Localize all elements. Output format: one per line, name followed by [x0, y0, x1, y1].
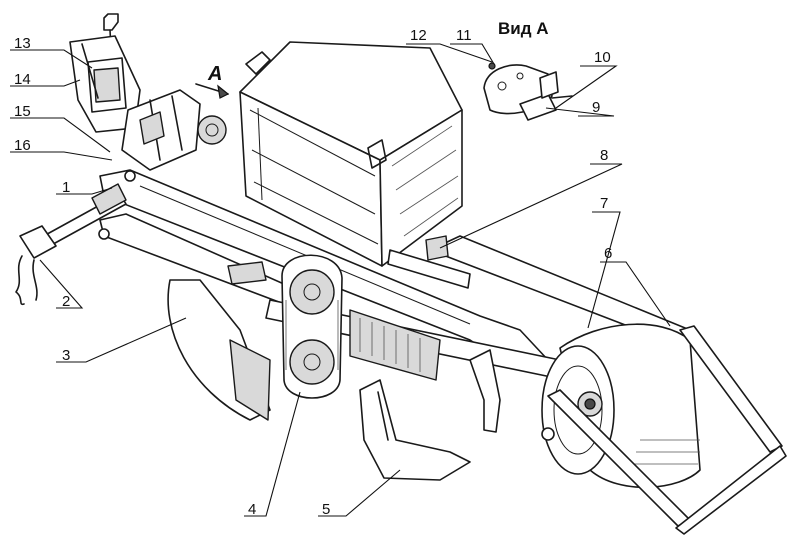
callout-14: 14 [14, 71, 31, 88]
view-direction-arrow: A [195, 63, 230, 99]
drive-shaft [15, 183, 127, 306]
press-wheel [541, 323, 787, 535]
front-drive-assembly [121, 89, 227, 171]
callout-12: 12 [410, 27, 427, 44]
callout-16: 16 [14, 137, 31, 154]
callout-5: 5 [322, 501, 330, 518]
callout-15: 15 [14, 103, 31, 120]
callout-9: 9 [592, 99, 600, 116]
callout-7: 7 [600, 195, 608, 212]
coulter-disc [167, 261, 271, 421]
callout-4: 4 [248, 501, 256, 518]
callout-2: 2 [62, 293, 70, 310]
callout-11: 11 [456, 27, 472, 44]
metering-block [349, 235, 471, 381]
view-title: Вид А [498, 19, 549, 38]
covering-tine [469, 349, 501, 433]
callout-1: 1 [62, 179, 70, 196]
callout-6: 6 [604, 245, 612, 262]
chain-drive-case [281, 254, 343, 399]
bracket-plates [69, 35, 141, 133]
callout-10: 10 [594, 49, 611, 66]
callout-labels: 13 14 15 16 1 2 3 4 5 6 7 8 9 10 11 12 В… [14, 19, 612, 518]
detail-view-a [483, 62, 573, 121]
callout-13: 13 [14, 35, 31, 52]
callout-3: 3 [62, 347, 70, 364]
furrow-opener [359, 379, 471, 481]
seed-hopper [239, 41, 463, 267]
direction-label: A [207, 63, 222, 85]
callout-8: 8 [600, 147, 608, 164]
callout-leaders [10, 43, 671, 517]
